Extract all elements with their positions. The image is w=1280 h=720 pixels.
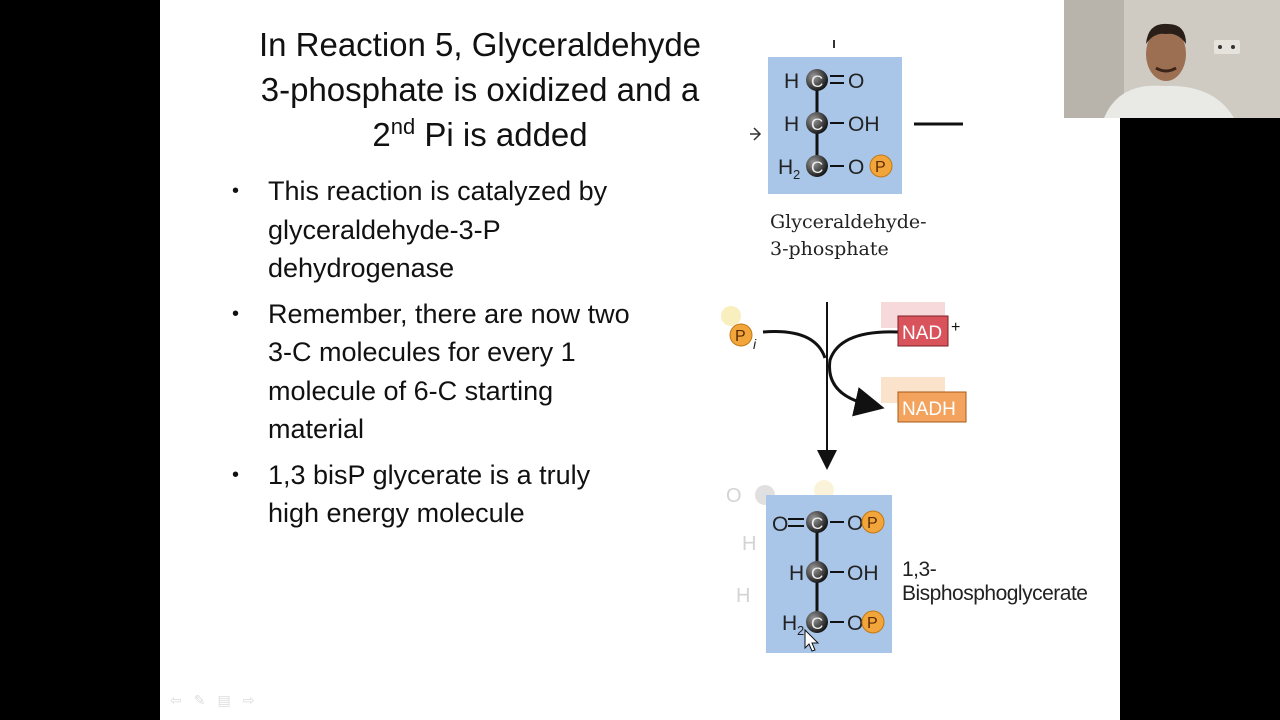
nad-to-nadh-curve — [828, 330, 899, 417]
subscript-two: 2 — [797, 623, 804, 638]
title-line-3-text: Pi is added — [415, 116, 588, 153]
wall-socket — [1214, 40, 1240, 54]
bullet-item: • This reaction is catalyzed by glycerald… — [232, 172, 632, 288]
glyceraldehyde-3-phosphate-label: Glyceraldehyde- 3-phosphate — [770, 209, 927, 263]
webcam-wall-shadow — [1064, 0, 1124, 118]
presentation-slide: In Reaction 5, Glyceraldehyde 3-phosphat… — [160, 0, 1120, 720]
carbon-atom — [806, 69, 828, 91]
forward-arrow-icon[interactable]: ⇨ — [242, 692, 255, 708]
nad-charge: + — [951, 319, 960, 336]
bullet-text: 1,3 bisP glycerate is a truly high energ… — [268, 459, 591, 529]
carbon-symbol: C — [811, 158, 823, 177]
oxygen-atom: O — [772, 513, 788, 536]
subscript-two: 2 — [793, 167, 800, 182]
bullet-text: This reaction is catalyzed by glyceralde… — [268, 176, 608, 283]
carbon-symbol: C — [811, 72, 823, 91]
carbon-symbol: C — [811, 115, 823, 134]
hydrogen-atom: H — [784, 113, 799, 136]
ghost-hydrogen: H — [742, 533, 756, 555]
carbon-symbol: C — [811, 614, 823, 633]
carbon-atom — [806, 561, 828, 583]
hydrogen-atom: H — [784, 70, 799, 93]
reaction-diagram: H C O H C OH H 2 C O P — [721, 40, 967, 653]
hydrogen-atom: H — [789, 562, 804, 585]
bullet-item: • 1,3 bisP glycerate is a truly high ener… — [232, 456, 632, 533]
title-line-1: In Reaction 5, Glyceraldehyde — [258, 26, 702, 63]
phosphate-symbol: P — [867, 515, 878, 532]
phosphate-symbol: P — [735, 328, 746, 345]
reaction-arrows — [762, 302, 899, 470]
bisphosphoglycerate-label: 1,3-Bisphosphoglycerate — [902, 558, 1088, 605]
nad-label: NAD — [902, 323, 942, 344]
nad-plus-box: NAD + — [881, 302, 960, 347]
phosphate-group — [729, 323, 753, 347]
hydroxyl-group: OH — [847, 562, 879, 585]
title-ordinal-number: 2 — [372, 116, 391, 153]
bullet-marker: • — [232, 463, 240, 486]
bisphosphoglycerate-molecule: O C O P H C OH H 2 C O P — [766, 495, 892, 653]
inorganic-subscript: i — [753, 336, 757, 352]
carbon-atom — [806, 112, 828, 134]
carbon-atom — [806, 611, 828, 633]
title-line-3: 2nd Pi is added — [220, 112, 740, 157]
inorganic-phosphate: P i — [721, 306, 757, 352]
socket-hole — [1231, 45, 1235, 49]
presenter-hair — [1146, 23, 1186, 44]
carbon-symbol: C — [811, 514, 823, 533]
carbon-symbol: C — [811, 564, 823, 583]
bullet-marker: • — [232, 302, 240, 325]
phosphate-ghost — [721, 306, 741, 326]
nadh-label: NADH — [902, 399, 956, 420]
ghost-oxygen: O — [726, 485, 742, 507]
back-arrow-icon[interactable]: ⇦ — [170, 692, 182, 708]
bullet-text: Remember, there are now two 3-C molecule… — [268, 298, 630, 445]
carbon-atom — [806, 511, 828, 533]
oxygen-atom: O — [848, 156, 864, 179]
phosphate-group — [861, 610, 885, 634]
nad-box — [897, 315, 949, 347]
phosphate-group — [869, 154, 893, 178]
phosphate-incoming-curve — [762, 330, 827, 359]
hydroxyl-group: OH — [848, 113, 880, 136]
hydrogen-atom: H — [778, 156, 793, 179]
title-ordinal-suffix: nd — [390, 114, 416, 139]
slideshow-nav-controls: ⇦ ✎ ▤ ⇨ — [170, 692, 254, 709]
ghost-hydrogen: H — [736, 585, 750, 607]
presenter-shirt — [1104, 85, 1234, 118]
nadh-box — [897, 391, 967, 423]
bullet-marker: • — [232, 180, 240, 202]
nadh-box: NADH — [881, 377, 967, 423]
hydrogen-atom: H — [782, 612, 797, 635]
socket-hole — [1218, 45, 1222, 49]
slide-title: In Reaction 5, Glyceraldehyde 3-phosphat… — [220, 22, 740, 157]
oxygen-atom: O — [847, 612, 863, 635]
oxygen-atom: O — [848, 70, 864, 93]
bullet-list: • This reaction is catalyzed by glycerald… — [232, 172, 632, 540]
webcam-feed-image — [1064, 0, 1280, 118]
menu-icon[interactable]: ▤ — [217, 692, 231, 708]
oxygen-atom: O — [847, 512, 863, 535]
carbon-atom — [806, 155, 828, 177]
molecule-label-line-1: Glyceraldehyde- — [770, 211, 927, 233]
title-line-2: 3-phosphate is oxidized and a — [260, 71, 700, 108]
mouse-cursor-icon — [804, 628, 820, 652]
presenter-webcam — [1064, 0, 1280, 118]
phosphate-symbol: P — [867, 615, 878, 632]
bullet-item: • Remember, there are now two 3-C molecul… — [232, 295, 632, 449]
presenter-face — [1146, 27, 1186, 81]
phosphate-group — [861, 510, 885, 534]
presenter-mustache — [1155, 66, 1177, 73]
molecule-label-line-2: 3-phosphate — [770, 238, 889, 260]
glyceraldehyde-3-phosphate-molecule: H C O H C OH H 2 C O P — [768, 57, 902, 194]
pen-icon[interactable]: ✎ — [193, 692, 206, 708]
phosphate-symbol: P — [875, 159, 886, 176]
